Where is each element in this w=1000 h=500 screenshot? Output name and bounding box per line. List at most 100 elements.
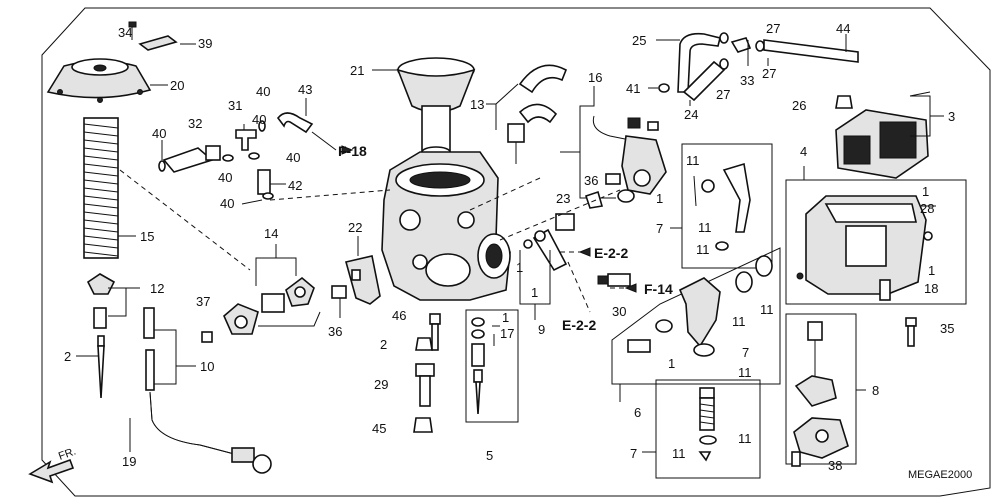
drain-screw-30 [597, 273, 631, 287]
float-cover-3 [835, 91, 931, 179]
callout-1c: 1 [531, 285, 538, 300]
callout-12: 12 [150, 281, 164, 296]
callout-17: 17 [500, 326, 514, 341]
callout-16: 16 [588, 70, 602, 85]
callout-1g: 1 [668, 356, 675, 371]
needle-jet-holder-46 [429, 313, 441, 351]
air-cut-valve-14 [201, 276, 315, 343]
needle-jet-29 [415, 363, 435, 407]
callout-35: 35 [940, 321, 954, 336]
callout-6: 6 [634, 405, 641, 420]
front-marker: FR. [57, 445, 78, 462]
arrow-front-icon [28, 458, 75, 484]
main-jet-45 [413, 417, 433, 433]
callout-33: 33 [740, 73, 754, 88]
clips-27 [719, 32, 765, 70]
callout-44: 44 [836, 21, 850, 36]
callout-2a: 2 [64, 349, 71, 364]
set-box-4 [785, 179, 967, 305]
callout-38: 38 [828, 458, 842, 473]
vacuum-piston-21 [396, 57, 476, 158]
callout-26: 26 [792, 98, 806, 113]
callout-31: 31 [228, 98, 242, 113]
screw-26 [835, 95, 853, 109]
callout-11c: 11 [696, 242, 710, 257]
screw-36-left [331, 285, 347, 299]
callout-27c: 27 [762, 66, 776, 81]
callout-40e: 40 [218, 170, 232, 185]
throttle-cable-19 [143, 307, 272, 474]
callout-11d: 11 [732, 314, 746, 329]
callout-36b: 36 [584, 173, 598, 188]
spring-15 [83, 117, 119, 259]
set-box-7a [681, 143, 773, 269]
callout-10: 10 [200, 359, 214, 374]
diagram-code: MEGAE2000 [908, 469, 972, 481]
arrow-right-icon [341, 145, 637, 293]
callout-40d: 40 [286, 150, 300, 165]
hose-43 [276, 112, 314, 134]
clip-41 [658, 83, 670, 93]
callout-15: 15 [140, 229, 154, 244]
joint-33 [730, 37, 752, 53]
set-box-7b [655, 379, 761, 479]
callout-40b: 40 [252, 112, 266, 127]
callout-40c: 40 [152, 126, 166, 141]
callout-18: 18 [924, 281, 938, 296]
diagram-frame [41, 7, 991, 497]
throttle-sensor-16 [592, 115, 667, 195]
clips-40 [158, 120, 274, 200]
callout-2b: 2 [380, 337, 387, 352]
bracket-39 [138, 35, 178, 51]
callout-7b: 7 [742, 345, 749, 360]
screw-36-right [605, 173, 621, 185]
callout-13: 13 [470, 97, 484, 112]
callout-27b: 27 [716, 87, 730, 102]
callout-20: 20 [170, 78, 184, 93]
screw-35 [905, 317, 917, 347]
callout-4: 4 [800, 144, 807, 159]
jet-needle-2 [97, 335, 105, 399]
callout-42: 42 [288, 178, 302, 193]
callout-29: 29 [374, 377, 388, 392]
set-box-6 [611, 247, 781, 385]
pilot-screw-set-17 [471, 317, 485, 415]
callout-21: 21 [350, 63, 364, 78]
callout-40a: 40 [256, 84, 270, 99]
needle-holder-12 [86, 273, 116, 329]
callout-46: 46 [392, 308, 406, 323]
callout-25: 25 [632, 33, 646, 48]
callout-24: 24 [684, 107, 698, 122]
callout-39: 39 [198, 36, 212, 51]
ref-e22-b: E-2-2 [562, 317, 596, 333]
diaphragm-cover-20 [46, 58, 152, 103]
callout-27a: 27 [766, 21, 780, 36]
set-box-8 [785, 313, 857, 465]
callout-1f: 1 [928, 263, 935, 278]
callout-11e: 11 [760, 302, 774, 317]
callout-5: 5 [486, 448, 493, 463]
ref-f14: F-14 [644, 281, 673, 297]
callout-3: 3 [948, 109, 955, 124]
pump-spring-7 [698, 387, 717, 462]
hose-44 [763, 39, 859, 63]
callout-22: 22 [348, 220, 362, 235]
callout-34: 34 [118, 25, 132, 40]
callout-41: 41 [626, 81, 640, 96]
tube-42 [257, 169, 271, 195]
callout-7a: 7 [656, 221, 663, 236]
screw-34 [128, 21, 137, 40]
callout-1a: 1 [656, 191, 663, 206]
hose-25 [677, 32, 721, 93]
callout-40f: 40 [220, 196, 234, 211]
callout-43: 43 [298, 82, 312, 97]
hose-32 [162, 145, 221, 173]
callout-1d: 1 [502, 310, 509, 325]
callout-8: 8 [872, 383, 879, 398]
callout-1b: 1 [516, 260, 523, 275]
callout-30: 30 [612, 304, 626, 319]
hose-24 [682, 60, 726, 102]
washer-1-throttle [617, 189, 635, 203]
callout-11f: 11 [738, 365, 752, 380]
